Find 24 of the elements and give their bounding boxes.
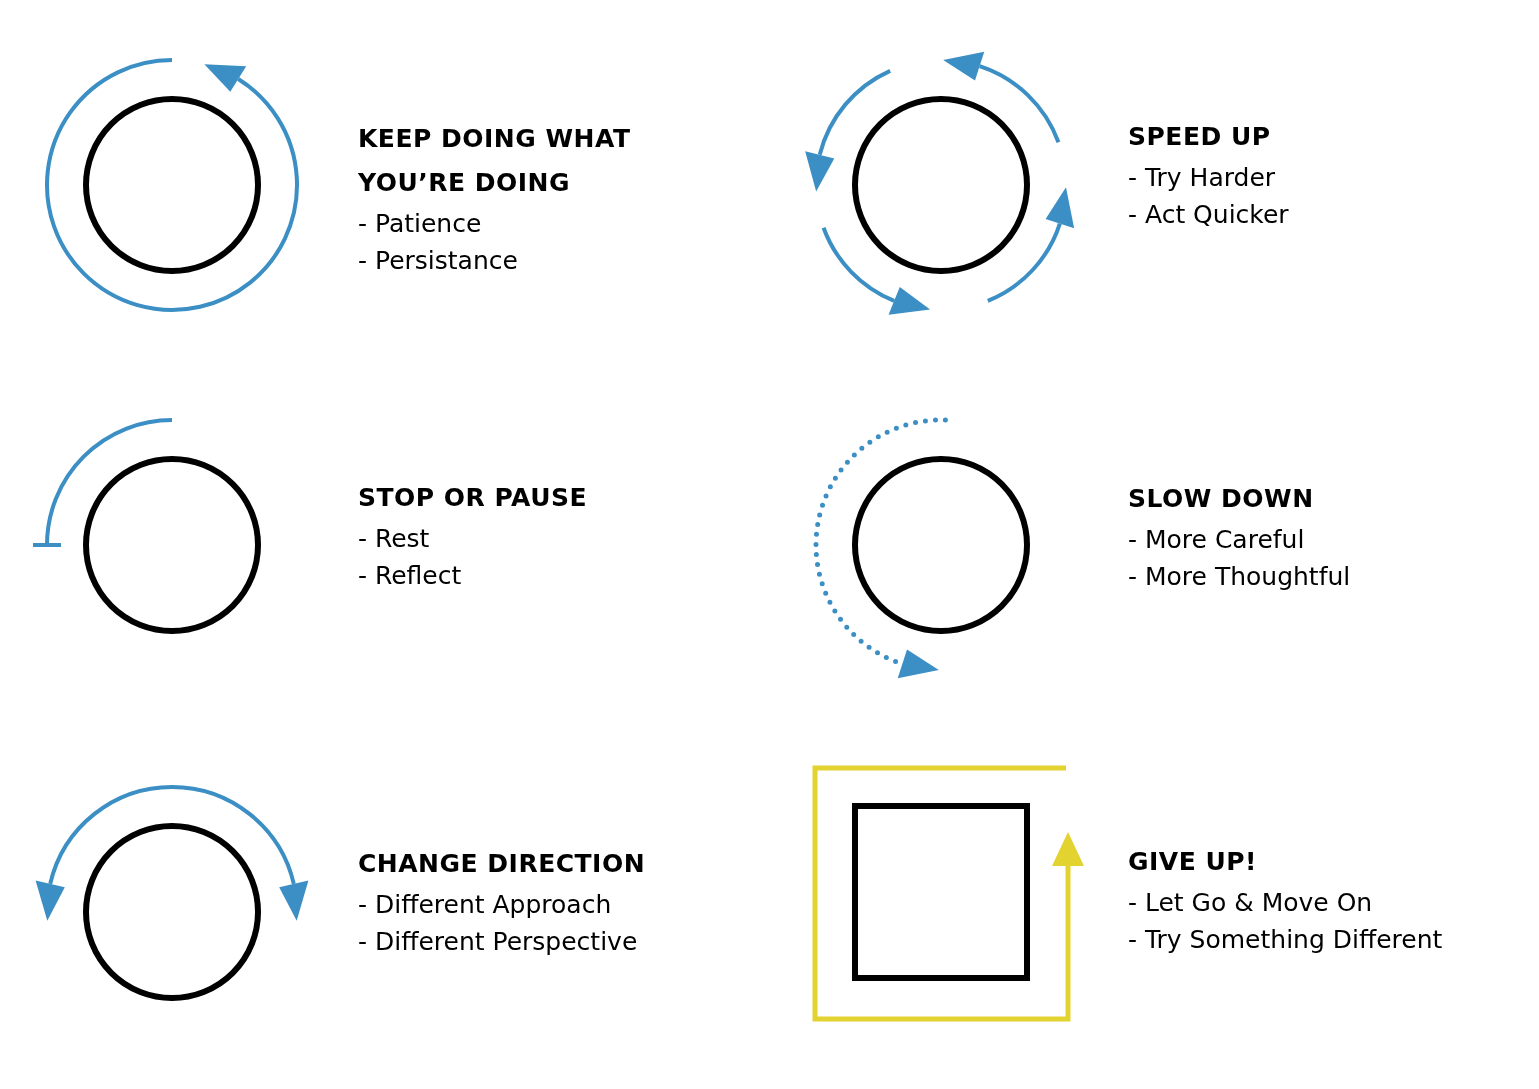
list-item: - Rest xyxy=(358,523,430,555)
list-item: - Patience xyxy=(358,208,482,240)
heading-text: STOP OR PAUSE xyxy=(358,482,588,514)
circle xyxy=(852,96,1030,274)
list-item: - Persistance xyxy=(358,245,518,277)
circle xyxy=(83,96,261,274)
list-item: - Try Something Different xyxy=(1128,924,1443,956)
heading-text: GIVE UP! xyxy=(1128,846,1257,878)
heading-text: CHANGE DIRECTION xyxy=(358,848,646,880)
heading-text: SPEED UP xyxy=(1128,121,1271,153)
heading-text: KEEP DOING WHAT YOU’RE DOING xyxy=(358,123,632,199)
heading-text: SLOW DOWN xyxy=(1128,483,1314,515)
list-item: - Different Approach xyxy=(358,889,612,921)
list-item: - Act Quicker xyxy=(1128,199,1289,231)
list-item: - Different Perspective xyxy=(358,926,638,958)
square xyxy=(852,803,1030,981)
list-item: - More Careful xyxy=(1128,524,1305,556)
circle xyxy=(852,456,1030,634)
circle xyxy=(83,823,261,1001)
list-item: - Reflect xyxy=(358,560,462,592)
list-item: - More Thoughtful xyxy=(1128,561,1351,593)
circle xyxy=(83,456,261,634)
list-item: - Let Go & Move On xyxy=(1128,887,1373,919)
list-item: - Try Harder xyxy=(1128,162,1276,194)
